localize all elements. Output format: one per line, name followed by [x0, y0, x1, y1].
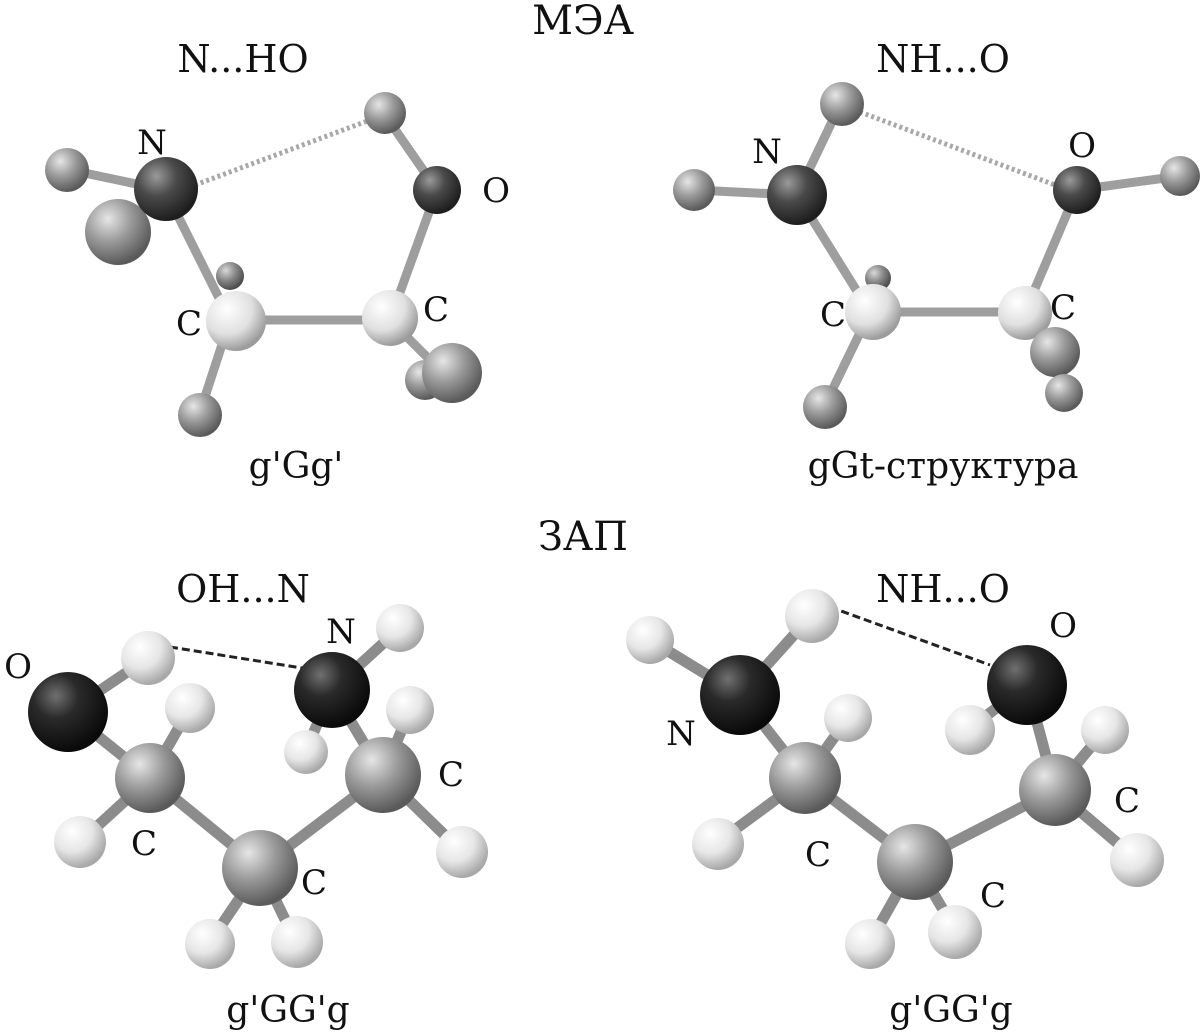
carbon-atom: [206, 291, 266, 351]
hydrogen-atom: [928, 905, 982, 959]
hydrogen-atom: [436, 826, 488, 878]
hydrogen-atom: [121, 631, 175, 685]
hydrogen-atom: [824, 694, 872, 742]
hydrogen-atom: [54, 816, 106, 868]
hydrogen-atom: [945, 705, 995, 755]
oxygen-atom: [413, 166, 461, 214]
hydrogen-bond-dashes: [169, 645, 303, 670]
hydrogen-atom: [1110, 833, 1164, 887]
conformation-label: g'GG'g: [889, 990, 1012, 1031]
carbon-atom: [345, 737, 421, 813]
atom-label-c: C: [1114, 781, 1140, 821]
hydrogen-atom: [386, 686, 434, 734]
panel-zap-right: NH...O N O C: [626, 567, 1164, 1031]
hydrogen-atom: [1160, 156, 1200, 196]
atom-label-n: N: [666, 714, 696, 754]
hbond-label: N...HO: [177, 37, 308, 81]
hydrogen-bond-dots: [194, 117, 371, 188]
hydrogen-atom: [845, 919, 895, 969]
hydrogen-atom: [820, 82, 864, 126]
nitrogen-atom: [700, 655, 780, 735]
hydrogen-atom: [216, 262, 244, 290]
carbon-atom: [877, 824, 953, 900]
atom-label-c: C: [820, 295, 846, 335]
hydrogen-atom: [673, 169, 715, 211]
nitrogen-atom: [767, 165, 827, 225]
atom-label-c: C: [438, 755, 464, 795]
panel-zap-left: OH...N O N C: [4, 567, 488, 1031]
hbond-label: OH...N: [176, 567, 310, 611]
hydrogen-atom: [178, 393, 222, 437]
hydrogen-atom: [376, 604, 424, 652]
conformation-label: gGt-структура: [808, 446, 1079, 487]
hydrogen-bond-dots: [859, 109, 1056, 188]
atom-label-o: O: [482, 171, 510, 211]
conformation-label: g'Gg': [249, 446, 344, 487]
hydrogen-atom: [1081, 706, 1129, 754]
panel-mea-left: N...HO N O C C g'Gg': [45, 37, 510, 487]
hydrogen-atom: [1030, 327, 1080, 377]
atom-label-c: C: [176, 304, 202, 344]
hydrogen-atom: [364, 92, 406, 134]
oxygen-atom: [1053, 166, 1101, 214]
hydrogen-atom: [85, 199, 151, 265]
section-title-zap: ЗАП: [538, 514, 628, 560]
hydrogen-atom: [692, 818, 744, 870]
nitrogen-atom: [294, 652, 370, 728]
carbon-atom: [115, 743, 185, 813]
section-title-mea: МЭА: [532, 0, 634, 44]
atom-label-o: O: [1049, 606, 1077, 646]
atom-label-c: C: [980, 876, 1006, 916]
carbon-atom: [1019, 754, 1091, 826]
atom-label-n: N: [752, 132, 782, 172]
atom-label-o: O: [4, 647, 32, 687]
conformation-label: g'GG'g: [226, 990, 349, 1031]
atom-label-c: C: [1050, 288, 1076, 328]
hydrogen-atom: [803, 385, 847, 429]
hydrogen-atom: [626, 616, 674, 664]
atom-label-c: C: [301, 863, 327, 903]
atom-label-n: N: [137, 123, 167, 163]
atom-label-c: C: [131, 824, 157, 864]
carbon-atom: [222, 830, 298, 906]
nitrogen-atom: [134, 157, 198, 221]
hydrogen-atom: [185, 919, 235, 969]
oxygen-atom: [987, 645, 1067, 725]
atom-label-o: O: [1068, 126, 1096, 166]
oxygen-atom: [28, 672, 108, 752]
hydrogen-atom: [165, 683, 215, 733]
panel-mea-right: NH...O N O C C gGt-структура: [673, 37, 1200, 487]
hydrogen-atom: [1045, 374, 1083, 412]
carbon-atom: [998, 286, 1052, 340]
hydrogen-bond-dashes: [829, 605, 991, 667]
hbond-label: NH...O: [876, 567, 1010, 611]
carbon-atom: [769, 742, 841, 814]
hydrogen-atom: [284, 730, 328, 774]
hydrogen-atom: [271, 916, 323, 968]
hydrogen-atom: [422, 343, 482, 403]
hydrogen-atom: [45, 148, 89, 192]
atom-label-c: C: [805, 835, 831, 875]
carbon-atom: [362, 290, 418, 346]
hbond-label: NH...O: [876, 37, 1010, 81]
atom-label-c: C: [423, 290, 449, 330]
carbon-atom: [845, 284, 901, 340]
hydrogen-atom: [785, 589, 839, 643]
atom-label-n: N: [326, 612, 356, 652]
